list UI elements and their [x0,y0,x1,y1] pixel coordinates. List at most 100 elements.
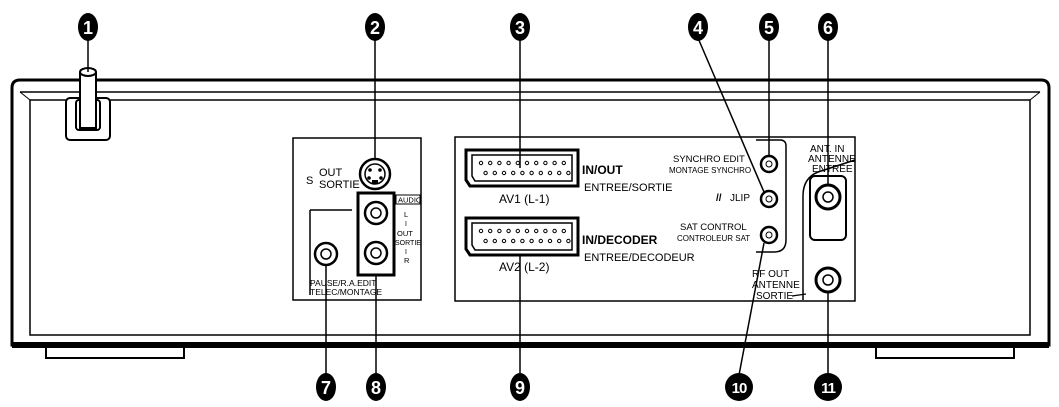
callout-9: 9 [510,373,530,401]
scart-pin [524,160,530,166]
scart-pin [547,238,553,244]
callout-10: 10 [725,373,753,401]
scart-pin [483,170,488,176]
pause-label-2: TELEC/MONTAGE [310,287,382,297]
callout-1: 1 [78,13,98,41]
callout-2: 2 [365,13,385,41]
scart-pin [501,238,507,244]
rf-out-label-3: SORTIE [756,291,793,302]
scart-pin [506,228,511,234]
scart-pin [478,160,484,166]
svg-text:11: 11 [821,380,836,397]
scart-pin [511,170,516,176]
callout-7: 7 [316,373,336,401]
scart-pin [543,160,548,166]
svg-text:7: 7 [321,378,331,398]
av1-io-label: IN/OUT [582,163,623,177]
scart-pin [529,238,534,244]
jlip-logo: // [716,193,722,204]
audio-label: AUDIO [398,196,422,205]
s-out-fr-label: SORTIE [319,179,360,191]
scart-pin [557,170,562,176]
svg-text:4: 4 [693,18,703,38]
audio-r-bar: I [405,249,407,256]
synchro-label-1: SYNCHRO EDIT [673,154,745,165]
scart-pin [547,170,553,176]
power-cord [65,67,111,141]
scart-pin [492,170,497,176]
av2-io-label: IN/DECODER [582,233,658,247]
rf-out-label-2: ANTENNE [752,280,800,291]
scart-pin [552,228,557,234]
audio-r-label: R [404,256,410,265]
audio-sortie-label: SORTIE [395,240,421,247]
scart-pin [561,160,566,166]
callout-4: 4 [688,13,708,41]
callout-6: 6 [818,13,838,41]
s-out-en-label: OUT [319,167,343,179]
ant-in-label-1: ANT. IN [810,144,844,155]
svg-text:1: 1 [83,18,93,38]
jlip-label: JLIP [730,193,750,204]
pause-edit-jack [313,241,339,267]
leader-lines [87,37,829,376]
scart-pin [483,238,488,244]
synchro-label-2: MONTAGE SYNCHRO [669,166,751,175]
scart-pin [524,228,530,234]
av2-io-fr-label: ENTREE/DECODEUR [584,252,695,264]
scart-pin [552,160,557,166]
scart-pin [534,228,539,234]
scart-pin [538,170,543,176]
callout-3: 3 [510,13,530,41]
scart-pin [566,170,571,176]
scart-pin [557,238,562,244]
av1-pins [478,160,571,176]
av1-scart-connector [464,148,580,188]
scart-pin [543,228,548,234]
scart-pin [497,160,502,166]
sat-label-1: SAT CONTROL [680,222,747,233]
av2-scart-connector [464,216,580,257]
scart-pin [511,238,516,244]
audio-l-bar: I [405,221,407,228]
scart-pin [488,160,493,166]
scart-pin [520,170,525,176]
scart-pin [506,160,511,166]
callout-5: 5 [759,13,779,41]
scart-pin [501,170,507,176]
av2-label: AV2 (L-2) [499,260,549,274]
scart-pin [478,228,484,234]
av2-pins [478,228,571,244]
scart-pin [529,170,534,176]
av1-label: AV1 (L-1) [499,192,549,206]
scart-pin [515,160,520,166]
scart-pin [488,228,493,234]
scart-pin [538,238,543,244]
callout-8: 8 [366,373,386,401]
sat-label-2: CONTROLEUR SAT [677,234,750,243]
svg-text:8: 8 [371,378,381,398]
scart-pin [520,238,525,244]
scart-pin [492,238,497,244]
s-out-label: S [306,175,313,187]
svg-text:6: 6 [823,18,833,38]
svg-text:2: 2 [370,18,380,38]
scart-pin [497,228,502,234]
ant-in-label-2: ANTENNE [808,154,856,165]
audio-l-label: L [404,210,408,219]
audio-out-label: OUT [397,229,413,238]
ant-in-label-3: ENTREE [812,164,853,175]
scart-pin [566,238,571,244]
scart-pin [515,228,520,234]
callout-11: 11 [814,373,842,401]
scart-pin [561,228,566,234]
s-video-out-jack [358,157,392,191]
svg-text:10: 10 [732,380,747,397]
pause-label-1: PAUSE/R.A.EDIT [310,278,376,288]
svg-text:5: 5 [764,18,774,38]
rf-out-label-1: RF OUT [752,269,789,280]
svg-text:3: 3 [515,18,525,38]
svg-text:9: 9 [515,378,525,398]
av1-io-fr-label: ENTREE/SORTIE [584,182,672,194]
